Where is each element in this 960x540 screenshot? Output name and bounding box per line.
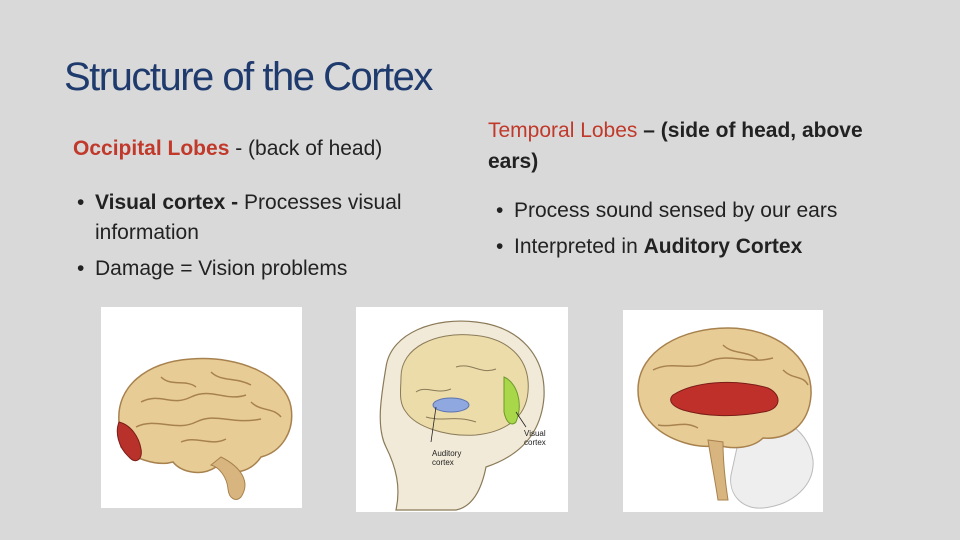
bullet-visual-cortex-text: Processes visual information	[95, 191, 402, 244]
auditory-cortex-label: Auditory cortex	[432, 449, 462, 467]
bullet-visual-cortex: Visual cortex - Processes visual informa…	[73, 188, 468, 248]
occipital-heading-highlight: Occipital Lobes	[73, 137, 230, 160]
bullet-auditory-cortex: Interpreted in Auditory Cortex	[492, 232, 892, 262]
temporal-heading-highlight: Temporal Lobes	[488, 119, 638, 142]
cortex-diagram-image: Visual cortex Auditory cortex	[356, 307, 568, 512]
bullet-visual-cortex-bold: Visual cortex -	[95, 191, 245, 214]
bullet-auditory-cortex-text: Interpreted in	[514, 235, 644, 258]
bullet-damage: Damage = Vision problems	[73, 254, 468, 284]
brain-temporal-illustration	[637, 327, 814, 509]
brain-temporal-image	[623, 310, 823, 512]
temporal-bullet-list: Process sound sensed by our ears Interpr…	[492, 196, 892, 268]
occipital-bullet-list: Visual cortex - Processes visual informa…	[73, 188, 468, 290]
brain-occipital-image	[101, 307, 302, 508]
brain-occipital-illustration	[116, 357, 293, 500]
bullet-auditory-cortex-bold: Auditory Cortex	[643, 235, 803, 258]
temporal-heading: Temporal Lobes – (side of head, above ea…	[488, 115, 888, 177]
visual-cortex-label: Visual cortex	[524, 429, 546, 447]
occipital-heading-rest: - (back of head)	[229, 137, 383, 160]
cortex-diagram-illustration	[379, 320, 545, 511]
bullet-damage-text: Damage = Vision problems	[95, 257, 348, 280]
temporal-heading-rest: – (side of head, above ears)	[488, 119, 863, 173]
occipital-heading: Occipital Lobes - (back of head)	[73, 133, 382, 164]
bullet-process-sound: Process sound sensed by our ears	[492, 196, 892, 226]
slide-title: Structure of the Cortex	[64, 55, 433, 99]
bullet-process-sound-text: Process sound sensed by our ears	[514, 199, 838, 222]
